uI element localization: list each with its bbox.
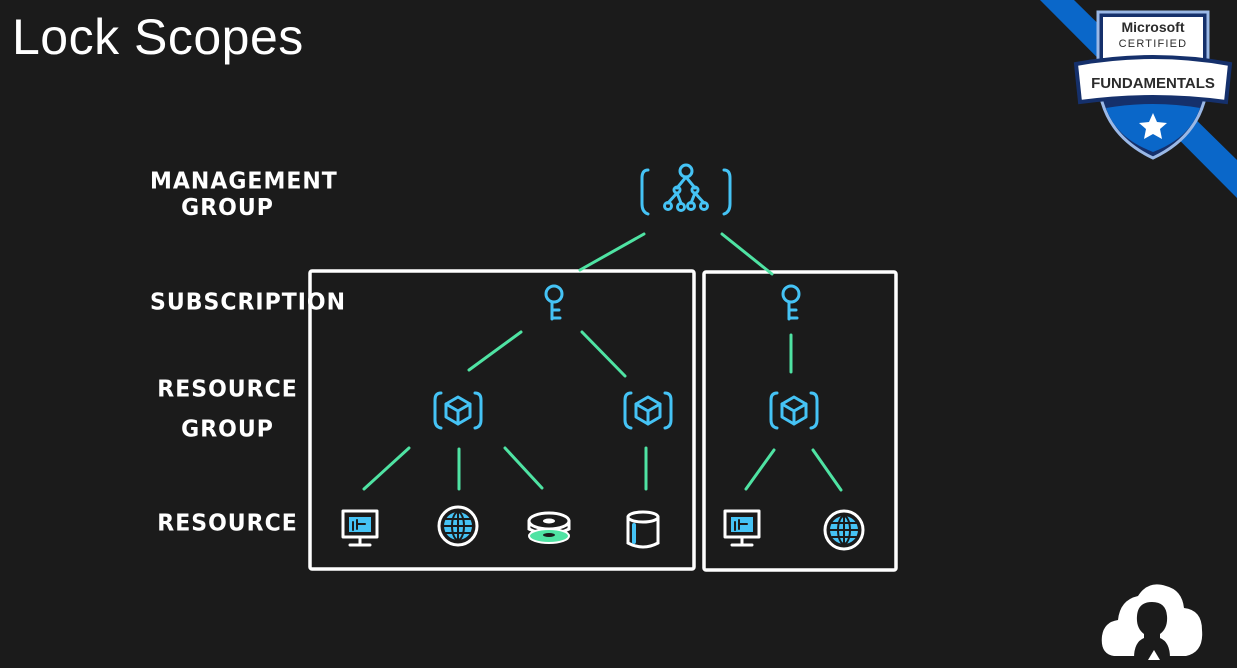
web-globe-icon xyxy=(823,509,865,551)
subscription-key-icon xyxy=(544,284,564,321)
subscription-key-icon xyxy=(781,284,801,321)
connector-rg3-vm xyxy=(744,448,776,491)
connector-rg3-web xyxy=(811,448,843,492)
presenter-avatar-cloud xyxy=(1101,584,1203,660)
connector-rg1-vm xyxy=(362,446,411,491)
resource-group-icon xyxy=(769,391,819,430)
management-group-icon xyxy=(640,163,732,216)
badge-level: FUNDAMENTALS xyxy=(1091,75,1215,92)
virtual-machine-icon xyxy=(341,509,379,547)
virtual-machine-icon xyxy=(723,509,761,547)
microsoft-certified-fundamentals-badge: Microsoft CERTIFIED FUNDAMENTALS xyxy=(1040,0,1237,198)
label-resource-group: RESOURCE GROUP xyxy=(150,370,305,450)
label-management-line2: GROUP xyxy=(181,195,274,222)
connector-sub1-rg1 xyxy=(467,330,523,372)
label-resource-group-line1: RESOURCE xyxy=(157,376,298,403)
disk-storage-icon xyxy=(527,511,571,544)
badge-banner xyxy=(1073,55,1233,105)
subscription-box-1 xyxy=(308,269,696,571)
shield-top-panel xyxy=(1103,17,1203,58)
logo-mark-icon xyxy=(1148,650,1160,660)
lock-scope-diagram xyxy=(308,163,898,572)
resource-group-icon xyxy=(433,391,483,430)
badge-brand: Microsoft xyxy=(1122,19,1185,35)
badge-certified: CERTIFIED xyxy=(1119,38,1188,50)
connector-lines xyxy=(362,232,843,492)
subscription-box-2 xyxy=(702,270,898,572)
database-cylinder-icon xyxy=(626,510,660,549)
connector-mg-sub2 xyxy=(720,232,774,276)
page-title: Lock Scopes xyxy=(12,9,304,65)
connector-rg1-disk xyxy=(503,446,544,490)
label-resource-group-line2: GROUP xyxy=(181,416,274,443)
connector-sub1-rg2 xyxy=(580,330,627,378)
web-globe-icon xyxy=(437,505,479,547)
person-silhouette-icon xyxy=(1134,602,1170,658)
star-icon xyxy=(1139,113,1167,139)
resource-group-icon xyxy=(623,391,673,430)
connector-mg-sub1 xyxy=(578,232,646,272)
label-resource: RESOURCE xyxy=(157,510,298,537)
